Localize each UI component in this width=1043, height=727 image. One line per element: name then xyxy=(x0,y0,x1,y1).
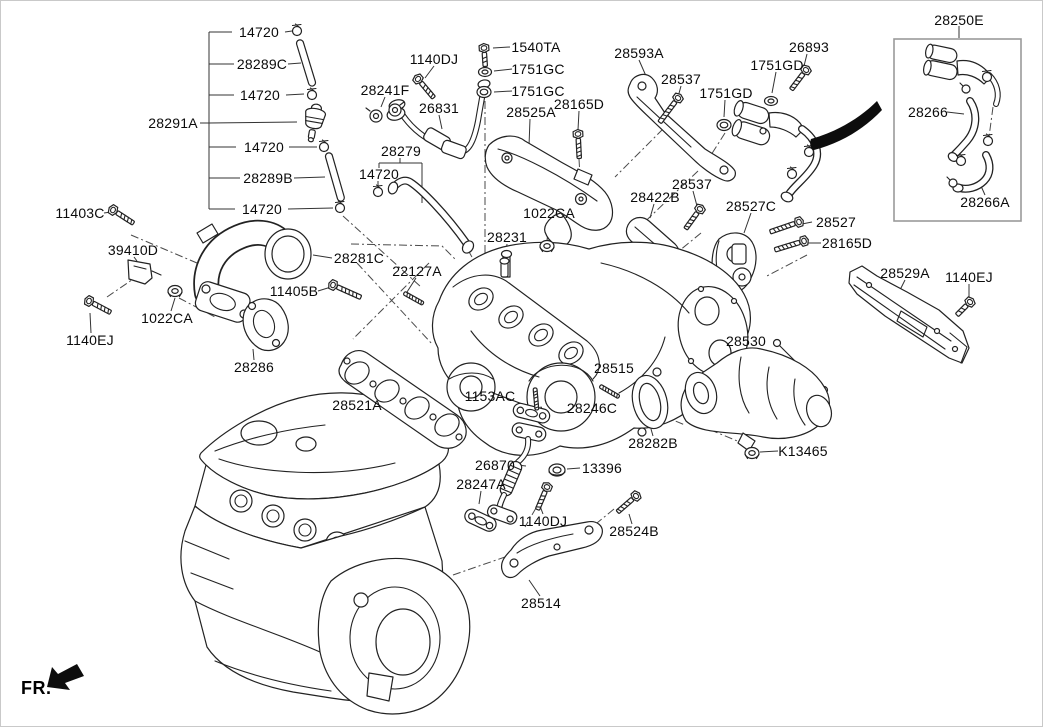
part-label-28291A: 28291A xyxy=(148,115,198,131)
part-gasket-28246C xyxy=(512,402,551,424)
part-label-28282B: 28282B xyxy=(628,435,678,451)
check-valve xyxy=(305,103,327,143)
part-bracket-28514 xyxy=(500,521,603,579)
part-catalytic-converter-28530 xyxy=(680,338,833,452)
part-label-1751GD-b: 1751GD xyxy=(699,85,753,101)
part-label-26893: 26893 xyxy=(789,39,829,55)
part-label-28250E: 28250E xyxy=(934,12,984,28)
part-label-14720-c: 14720 xyxy=(244,139,284,155)
part-label-28521A: 28521A xyxy=(332,397,382,413)
part-label-28289B: 28289B xyxy=(243,170,293,186)
part-vapor-hose-group-28291A xyxy=(291,23,346,214)
fr-label: FR. xyxy=(21,678,52,698)
swoosh-arrow xyxy=(810,101,882,150)
part-label-28266: 28266 xyxy=(908,104,948,120)
fr-direction-arrow xyxy=(47,664,84,690)
part-label-28593A: 28593A xyxy=(614,45,664,61)
part-label-26831: 26831 xyxy=(419,100,459,116)
part-intake-pipe-28281C xyxy=(193,219,312,323)
part-label-14720-a: 14720 xyxy=(239,24,279,40)
part-label-22127A: 22127A xyxy=(392,263,442,279)
part-heater-hose-28279 xyxy=(372,176,475,254)
part-label-28165D-b: 28165D xyxy=(821,235,873,251)
part-label-28279: 28279 xyxy=(381,143,421,159)
part-label-1022CA-b: 1022CA xyxy=(523,205,575,221)
part-label-28515: 28515 xyxy=(594,360,634,376)
part-label-26870: 26870 xyxy=(475,457,515,473)
part-label-11405B: 11405B xyxy=(269,283,319,299)
part-label-1751GC-a: 1751GC xyxy=(511,61,565,77)
part-coolant-pipe-assembly xyxy=(731,100,822,203)
part-label-1751GC-b: 1751GC xyxy=(511,83,565,99)
fr-marker: FR. xyxy=(21,678,52,699)
part-label-28422B: 28422B xyxy=(630,189,680,205)
part-label-28527C: 28527C xyxy=(725,198,777,214)
part-label-14720-b: 14720 xyxy=(240,87,280,103)
part-heat-shield-28525A xyxy=(484,135,614,247)
part-label-1140DJ-b: 1140DJ xyxy=(518,513,568,529)
fasteners xyxy=(82,42,978,517)
part-label-K13465: K13465 xyxy=(778,443,828,459)
part-label-1751GD-a: 1751GD xyxy=(750,57,804,73)
part-label-28286: 28286 xyxy=(234,359,274,375)
part-clip-39410D xyxy=(127,259,162,285)
part-label-28281C: 28281C xyxy=(333,250,385,266)
part-turbo-manifold-assembly xyxy=(431,241,751,456)
inset-box-28250E xyxy=(893,38,1022,222)
part-label-14720-e: 14720 xyxy=(359,166,399,182)
part-label-28241F: 28241F xyxy=(360,82,410,98)
part-label-28247A: 28247A xyxy=(456,476,506,492)
part-oil-pipe-26870 xyxy=(486,422,547,525)
part-water-pipe-26831 xyxy=(365,79,491,160)
part-heat-protector-28529A xyxy=(848,265,970,364)
part-label-28537-a: 28537 xyxy=(661,71,701,87)
part-label-28537-b: 28537 xyxy=(672,176,712,192)
part-label-28514: 28514 xyxy=(521,595,561,611)
part-label-1140EJ-a: 1140EJ xyxy=(66,332,114,348)
part-label-28231: 28231 xyxy=(487,229,527,245)
part-hose-28266A xyxy=(952,151,994,193)
part-label-28530: 28530 xyxy=(726,333,766,349)
part-label-39410D: 39410D xyxy=(107,242,159,258)
part-label-1540TA: 1540TA xyxy=(511,39,561,55)
part-label-11403C: 11403C xyxy=(55,205,105,221)
part-label-28529A: 28529A xyxy=(880,265,930,281)
part-label-1140DJ-a: 1140DJ xyxy=(409,51,459,67)
part-gasket-28282B xyxy=(631,367,669,437)
part-flange-gasket-28286 xyxy=(242,298,289,352)
part-label-28524B: 28524B xyxy=(609,523,659,539)
part-label-1153AC: 1153AC xyxy=(464,388,516,404)
part-label-28165D-a: 28165D xyxy=(553,96,605,112)
part-label-13396: 13396 xyxy=(582,460,622,476)
engine-block xyxy=(180,392,471,715)
part-label-28527: 28527 xyxy=(816,214,856,230)
part-bracket-28593A xyxy=(627,73,736,182)
part-hose-28266 xyxy=(947,97,980,162)
nut-13396 xyxy=(548,463,566,477)
part-label-14720-d: 14720 xyxy=(242,201,282,217)
part-label-28525A: 28525A xyxy=(506,104,556,120)
part-label-1022CA-a: 1022CA xyxy=(141,310,193,326)
part-label-28289C: 28289C xyxy=(236,56,288,72)
part-label-28266A: 28266A xyxy=(960,194,1010,210)
part-manifold-gasket-28521A xyxy=(338,350,467,449)
part-clamps-28241F xyxy=(365,101,405,123)
part-label-1140EJ-b: 1140EJ xyxy=(945,269,993,285)
part-gasket-28247A xyxy=(464,508,497,532)
part-label-28246C: 28246C xyxy=(566,400,618,416)
